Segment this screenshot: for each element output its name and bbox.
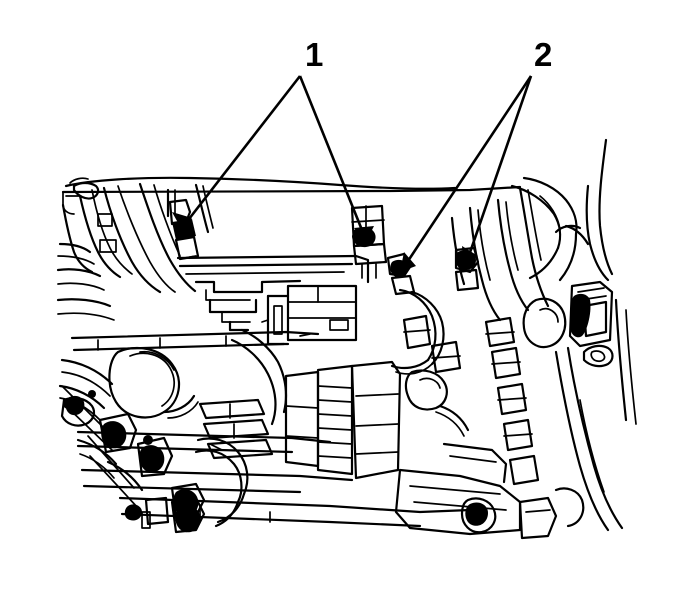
callout-2-arrowhead-near [462,246,478,266]
callout-label-2: 2 [534,36,552,73]
callout-1-leader-left [180,75,302,229]
callout-2-leaders [400,75,533,272]
alternator-assembly [284,360,402,480]
callout-2-leader-near [464,75,533,265]
callout-1-arrowhead-right [354,226,374,242]
left-round-housing [108,346,199,419]
callout-2-arrowhead-far [400,252,416,272]
callout-leaders-group [172,75,533,272]
callout-1-leader-right [298,75,368,241]
right-component-box [568,280,614,368]
callout-1-leaders [172,75,374,242]
callout-labels-group: 1 2 [305,36,552,73]
callout-2-leader-far [400,75,533,271]
right-edge-frame [554,298,637,532]
callout-label-1: 1 [305,36,323,73]
center-small-connectors [402,314,470,437]
center-lower-plates [198,398,274,460]
right-fender-rail [450,186,550,322]
left-diagonal-scoring [61,385,139,509]
intake-duct [510,138,614,282]
right-side-panels [484,297,567,486]
callout-1-arrowhead-left [172,212,192,230]
misc-detail-marks [63,319,311,529]
transmission-housing [394,442,585,540]
center-cover-panel [176,254,370,332]
engine-bay-drawing [56,138,637,540]
left-fender-structure [56,181,214,321]
